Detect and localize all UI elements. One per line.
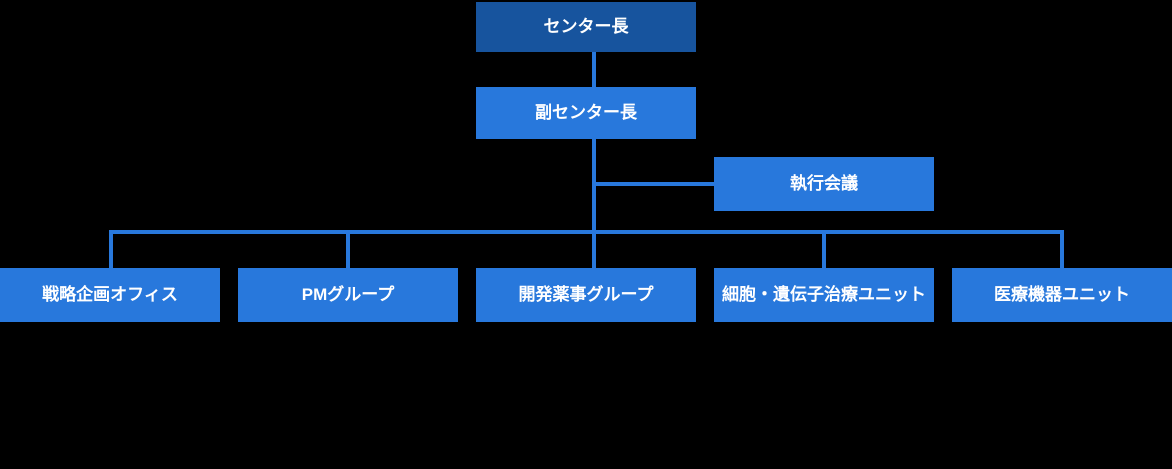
node-medical-device-unit: 医療機器ユニット: [952, 268, 1172, 322]
connector-drop-cell-gene-therapy-unit: [822, 234, 826, 268]
node-executive-meeting: 執行会議: [714, 157, 934, 211]
node-cell-gene-therapy-unit: 細胞・遺伝子治療ユニット: [714, 268, 934, 322]
node-dev-regulatory-group: 開発薬事グループ: [476, 268, 696, 322]
node-director: センター長: [476, 2, 696, 52]
node-strategy-office: 戦略企画オフィス: [0, 268, 220, 322]
connector-drop-strategy-office: [109, 234, 113, 268]
node-deputy-director: 副センター長: [476, 87, 696, 139]
connector-drop-pm-group: [346, 234, 350, 268]
node-pm-group: PMグループ: [238, 268, 458, 322]
connector-bottom-bus: [109, 230, 1064, 234]
connector-drop-dev-regulatory-group: [592, 234, 596, 268]
connector-deputy-trunk: [592, 139, 596, 234]
connector-drop-medical-device-unit: [1060, 234, 1064, 268]
connector-director-deputy: [592, 52, 596, 87]
connector-executive-branch: [592, 182, 714, 186]
